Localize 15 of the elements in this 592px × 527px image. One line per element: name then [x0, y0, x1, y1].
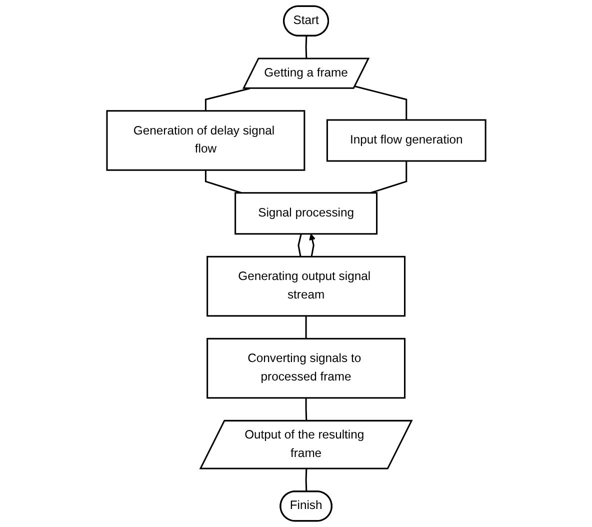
connector: [305, 468, 307, 492]
arrow: [308, 234, 316, 257]
connector: [297, 234, 302, 257]
connector: [305, 36, 307, 59]
node-box: Input flow generation: [326, 119, 486, 162]
node-box: Generation of delay signal flow: [106, 110, 305, 171]
node-box: Converting signals to processed frame: [206, 338, 406, 399]
connector: [305, 316, 307, 339]
connector: [204, 170, 242, 194]
connector: [354, 86, 407, 120]
connector: [370, 160, 407, 194]
connector: [305, 398, 307, 422]
connector: [204, 88, 250, 111]
node-box: Signal processing: [234, 192, 378, 235]
node-box: Generating output signal stream: [206, 256, 406, 317]
